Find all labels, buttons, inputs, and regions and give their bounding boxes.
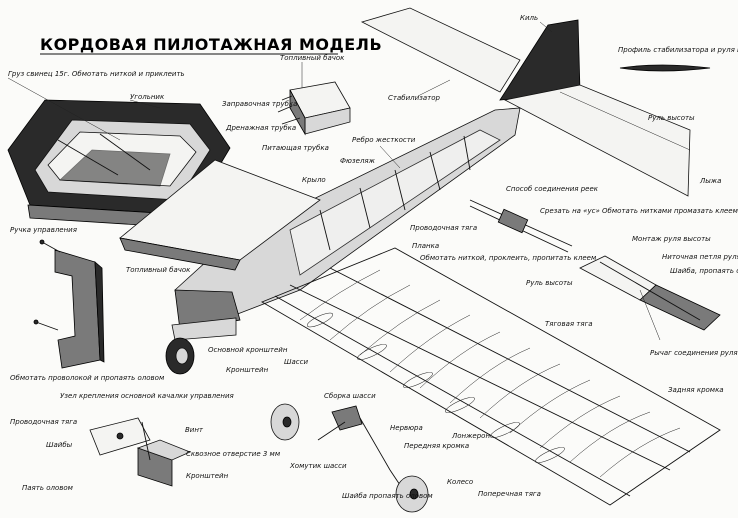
label-join-detail: Срезать на «ус» Обмотать нитками промаза… (540, 207, 738, 215)
label-screw: Винт (185, 426, 204, 434)
label-main-bracket: Основной кронштейн (208, 346, 288, 354)
label-bracket2: Кронштейн (186, 472, 229, 480)
elevator-mount-drawing (579, 255, 721, 341)
label-nervure: Нервюра (390, 424, 423, 432)
label-plate: Планка (412, 242, 439, 250)
label-rib-stiffener: Ребро жесткости (352, 136, 416, 144)
label-elevator-hinge: Ниточная петля руля высоты (662, 253, 738, 261)
stabilizer-right (503, 84, 691, 197)
label-tail-skid: Лыжа (699, 177, 721, 185)
label-keel: Киль (520, 14, 538, 22)
fuel-tank-drawing (277, 81, 351, 136)
chassis-assembly-drawing (270, 403, 429, 513)
label-fuel-tank-side: Топливный бачок (126, 266, 191, 274)
label-tail-edge: Задняя кромка (668, 386, 724, 394)
wing-framework (260, 247, 721, 506)
label-solder: Паять оловом (22, 484, 74, 492)
label-fill-tube: Заправочная трубка (222, 100, 297, 108)
label-lead-rod2: Проводочная тяга (10, 418, 77, 426)
label-cross-rod: Поперечная тяга (478, 490, 541, 498)
label-wing: Крыло (302, 176, 326, 184)
rib-join-drawing (469, 199, 573, 253)
stab-profile-shape (619, 64, 711, 72)
label-bracket: Кронштейн (226, 366, 269, 374)
label-main-rocker-node: Узел крепления основной качалки управлен… (60, 392, 234, 400)
label-drain-tube: Дренажная трубка (225, 124, 296, 132)
label-horn-solder: Шайба, пропаять оловом (670, 267, 738, 275)
stabilizer-left (360, 7, 521, 93)
label-stab-profile: Профиль стабилизатора и руля высоты (618, 46, 738, 54)
label-chassis-clamp: Хомутик шасси (289, 462, 347, 470)
nose-wheel (165, 337, 195, 375)
label-wrap-thread: Обмотать ниткой, проклеить, пропитать кл… (420, 254, 597, 262)
label-washer-solder: Шайба пропаять оловом (342, 492, 433, 500)
label-elevator2: Руль высоты (526, 279, 573, 287)
label-chassis-build: Сборка шасси (324, 392, 376, 400)
label-pull-rod: Тяговая тяга (545, 320, 593, 328)
rocker-node-drawing (89, 417, 192, 487)
diagram-title: КОРДОВАЯ ПИЛОТАЖНАЯ МОДЕЛЬ (40, 35, 382, 54)
label-elevator-mount: Монтаж руля высоты (632, 235, 711, 243)
label-washers: Шайбы (46, 441, 73, 449)
label-leading-edge: Передняя кромка (404, 442, 469, 450)
label-feed-tube: Питающая трубка (262, 144, 329, 152)
label-elevator: Руль высоты (648, 114, 695, 122)
label-tipped-hole: Сквозное отверстие 3 мм (186, 450, 281, 458)
label-cargo: Груз свинец 15г. Обмотать ниткой и прикл… (8, 70, 185, 78)
label-spars: Лонжерон (451, 432, 490, 440)
label-fuel-tank-top: Топливный бачок (280, 54, 345, 62)
label-rib-join: Способ соединения реек (506, 185, 599, 193)
label-elevator-link: Рычаг соединения руля высоты (650, 349, 738, 357)
label-stabilizer: Стабилизатор (388, 94, 441, 102)
label-chassis: Шасси (284, 358, 308, 366)
label-control-handle: Ручка управления (10, 226, 77, 234)
label-fuselage: Фюзеляж (340, 157, 376, 165)
label-wire-wrap: Обмотать проволокой и пропаять оловом (10, 374, 165, 382)
engine-cowling-drawing (7, 99, 231, 229)
label-lead-rod: Проводочная тяга (410, 224, 477, 232)
control-handle-drawing (33, 239, 105, 369)
label-wheel: Колесо (447, 478, 473, 486)
label-uholniki: Угольник (130, 93, 165, 101)
